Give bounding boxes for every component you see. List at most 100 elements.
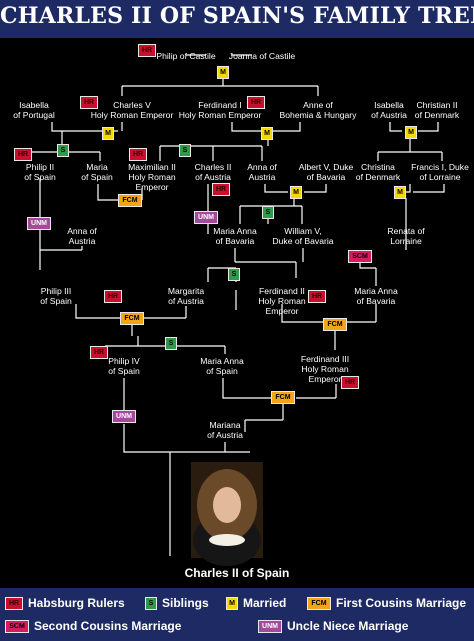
- married-badge: M: [394, 186, 406, 199]
- married-badge: M: [217, 66, 229, 79]
- name-line: Christian II: [416, 100, 458, 110]
- person-philip-of-castile: Philip of Castile: [156, 51, 215, 61]
- name-line: of Spain: [24, 172, 56, 182]
- habsburg-ruler-badge: HR: [212, 183, 230, 196]
- name-line: of Bavaria: [306, 172, 346, 182]
- name-line: Isabella: [374, 100, 404, 110]
- name-line: Emperor: [308, 374, 342, 384]
- habsburg-ruler-badge: HR: [14, 148, 32, 161]
- legend-label: Second Cousins Marriage: [34, 619, 182, 633]
- page-title: CHARLES II OF SPAIN'S FAMILY TREE: [0, 3, 474, 29]
- first-cousins-marriage-badge: FCM: [307, 596, 331, 610]
- legend: HR Habsburg Rulers S Siblings M Married …: [0, 588, 474, 641]
- person-charles-ii-of-spain: Charles II of Spain: [184, 566, 290, 580]
- first-cousins-marriage-badge: FCM: [271, 391, 295, 404]
- person-name: Philip of Castile: [156, 51, 216, 61]
- name-line: Emperor: [265, 306, 299, 316]
- name-line: of Denmark: [414, 110, 460, 120]
- uncle-niece-marriage-badge: UNM: [194, 211, 218, 224]
- name-line: Maximilian II: [128, 162, 176, 172]
- name-line: Emperor: [135, 182, 169, 192]
- name-line: Maria: [86, 162, 108, 172]
- name-line: Austria: [248, 172, 276, 182]
- name-line: Albert V, Duke: [298, 162, 354, 172]
- name-line: Ferdinand II: [259, 286, 305, 296]
- name-line: Holy Roman: [301, 364, 349, 374]
- name-line: Holy Roman Emperor: [178, 110, 262, 120]
- legend-item-habsburg-rulers: HR Habsburg Rulers: [5, 596, 125, 610]
- legend-label: Habsburg Rulers: [28, 596, 125, 610]
- person-name: Joanna of Castile: [228, 51, 296, 61]
- first-cousins-marriage-badge: FCM: [120, 312, 144, 325]
- married-badge: M: [226, 596, 238, 610]
- name-line: Isabella: [19, 100, 49, 110]
- siblings-badge: S: [165, 337, 177, 350]
- legend-label: Uncle Niece Marriage: [287, 619, 409, 633]
- name-line: Austria: [68, 236, 96, 246]
- name-line: of Portugal: [13, 110, 55, 120]
- first-cousins-marriage-badge: FCM: [323, 318, 347, 331]
- legend-item-second-cousins-marriage: SCM Second Cousins Marriage: [5, 619, 181, 633]
- name-line: Charles V: [113, 100, 151, 110]
- name-line: Mariana: [209, 420, 241, 430]
- habsburg-ruler-badge: HR: [5, 596, 23, 610]
- legend-label: Married: [243, 596, 287, 610]
- name-line: Ferdinand I: [198, 100, 242, 110]
- siblings-badge: S: [228, 268, 240, 281]
- name-line: Charles II: [194, 162, 232, 172]
- siblings-badge: S: [262, 206, 274, 219]
- first-cousins-marriage-badge: FCM: [118, 194, 142, 207]
- name-line: Holy Roman Emperor: [90, 110, 174, 120]
- uncle-niece-marriage-badge: UNM: [112, 410, 136, 423]
- second-cousins-marriage-badge: SCM: [5, 619, 29, 633]
- uncle-niece-marriage-badge: UNM: [27, 217, 51, 230]
- habsburg-ruler-badge: HR: [341, 376, 359, 389]
- name-line: Duke of Bavaria: [272, 236, 334, 246]
- name-line: of Austria: [195, 172, 231, 182]
- married-badge: M: [261, 127, 273, 140]
- habsburg-ruler-badge: HR: [247, 96, 265, 109]
- name-line: Margarita: [167, 286, 205, 296]
- name-line: William V,: [284, 226, 322, 236]
- siblings-badge: S: [179, 144, 191, 157]
- name-line: of Bavaria: [215, 236, 255, 246]
- name-line: Maria Anna: [200, 356, 244, 366]
- portrait-art: [191, 462, 263, 566]
- name-line: of Bavaria: [356, 296, 396, 306]
- siblings-badge: S: [57, 144, 69, 157]
- name-line: Philip III: [40, 286, 72, 296]
- name-line: Renata of: [387, 226, 425, 236]
- name-line: Francis I, Duke: [411, 162, 469, 172]
- name-line: Holy Roman: [128, 172, 176, 182]
- married-badge: M: [290, 186, 302, 199]
- name-line: Anne of: [303, 100, 333, 110]
- habsburg-ruler-badge: HR: [138, 44, 156, 57]
- name-line: Maria Anna: [213, 226, 257, 236]
- legend-label: Siblings: [162, 596, 209, 610]
- name-line: of Spain: [40, 296, 72, 306]
- habsburg-ruler-badge: HR: [129, 148, 147, 161]
- header-bar: CHARLES II OF SPAIN'S FAMILY TREE: [0, 0, 474, 38]
- legend-item-married: M Married: [226, 596, 286, 610]
- legend-label: First Cousins Marriage: [336, 596, 467, 610]
- name-line: of Austria: [371, 110, 407, 120]
- habsburg-ruler-badge: HR: [308, 290, 326, 303]
